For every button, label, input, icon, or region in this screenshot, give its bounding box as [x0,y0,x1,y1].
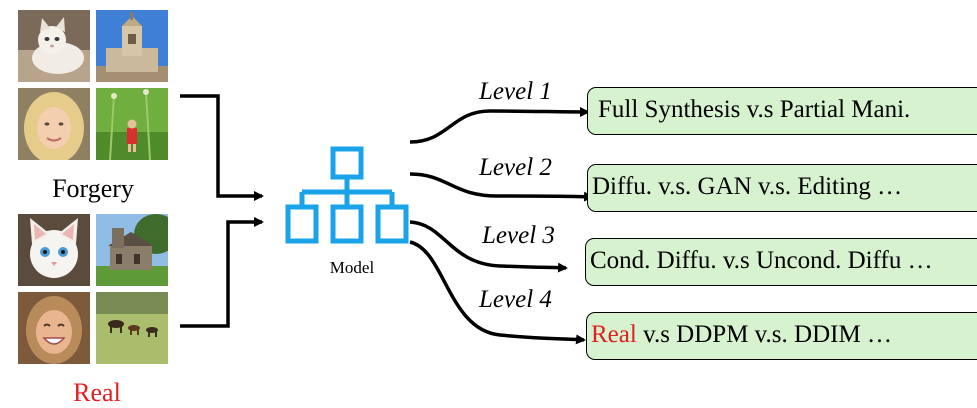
real-image-horses [96,292,168,364]
level-1-box: Full Synthesis v.s Partial Mani. [587,87,977,135]
level-4-text-real: Real [591,321,637,348]
real-group-label: Real [73,378,121,407]
model-label: Model [329,258,375,277]
hierarchy-icon [285,146,409,244]
level-3-box: Cond. Diffu. v.s Uncond. Diffu … [585,238,977,286]
forgery-image-cat [18,10,90,82]
real-image-church [96,214,168,286]
level-3-label: Level 3 [482,222,555,249]
level-2-label: Level 2 [479,154,552,181]
level-3-text: Cond. Diffu. v.s Uncond. Diffu … [590,247,933,274]
level-1-label: Level 1 [479,78,552,105]
level-2-text: Diffu. v.s. GAN v.s. Editing … [592,173,903,200]
real-image-kitten [18,214,90,286]
forgery-to-model-arrow [180,94,264,201]
level-1-arrow [409,106,590,144]
level-2-box: Diffu. v.s. GAN v.s. Editing … [587,164,977,212]
real-to-model-arrow [180,217,264,328]
forgery-image-church [96,10,168,82]
level-3-arrow [409,220,568,273]
level-2-arrow [409,172,594,202]
forgery-image-woman [18,88,90,160]
level-4-arrow [409,240,586,345]
forgery-image-child-in-grass [96,88,168,160]
level-4-box: Real v.s DDPM v.s. DDIM … [586,312,977,360]
forgery-group-label: Forgery [52,174,134,203]
level-4-label: Level 4 [479,286,552,313]
level-4-text-rest: v.s DDPM v.s. DDIM … [636,321,892,348]
level-1-text: Full Synthesis v.s Partial Mani. [598,96,911,123]
real-image-smiling-woman [18,292,90,364]
